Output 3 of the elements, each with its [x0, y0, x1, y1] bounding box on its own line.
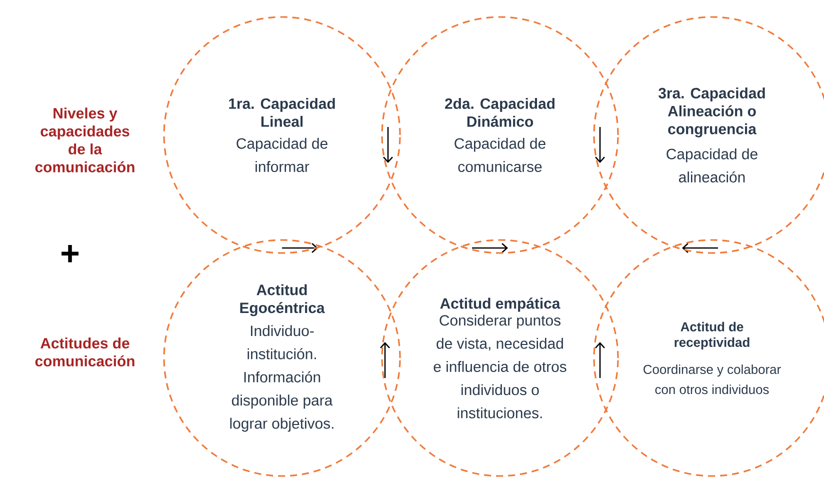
- row-label: Niveles y capacidades de la comunicación: [35, 108, 134, 172]
- row-label: Actitudes de comunicación: [35, 338, 134, 366]
- plus-sign: +: [62, 245, 79, 262]
